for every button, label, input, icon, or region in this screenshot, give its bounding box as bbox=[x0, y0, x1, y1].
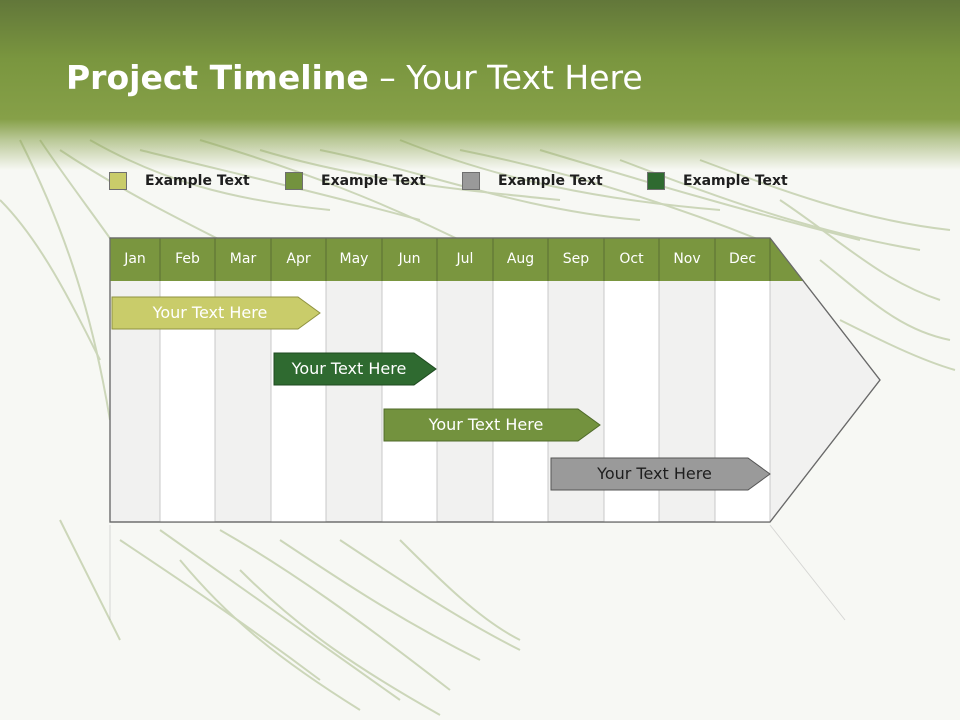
month-label: Oct bbox=[619, 251, 644, 267]
legend-label: Example Text bbox=[321, 173, 426, 189]
month-label: May bbox=[339, 251, 369, 267]
legend-item: Example Text bbox=[285, 170, 426, 192]
task-label: Your Text Here bbox=[152, 303, 268, 322]
month-label: Jan bbox=[124, 251, 146, 267]
task-label: Your Text Here bbox=[597, 464, 712, 483]
legend-item: Example Text bbox=[462, 170, 603, 192]
task-bar-2 bbox=[273, 352, 437, 386]
month-label: Mar bbox=[229, 251, 257, 267]
month-header-band bbox=[110, 238, 804, 281]
title-bold: Project Timeline bbox=[66, 58, 369, 97]
month-label: Dec bbox=[728, 251, 757, 267]
header-band bbox=[0, 0, 960, 170]
month-label: Aug bbox=[506, 251, 535, 267]
month-label: Nov bbox=[673, 251, 701, 267]
legend-label: Example Text bbox=[145, 173, 250, 189]
month-label: Sep bbox=[562, 251, 590, 267]
legend-swatch bbox=[462, 172, 480, 190]
month-label: Jun bbox=[398, 251, 421, 267]
legend-swatch bbox=[647, 172, 665, 190]
title-rest: – Your Text Here bbox=[368, 58, 643, 97]
month-label: Jul bbox=[456, 251, 474, 267]
legend-swatch bbox=[109, 172, 127, 190]
month-label: Apr bbox=[286, 251, 311, 267]
task-label: Your Text Here bbox=[428, 415, 544, 434]
task-label: Your Text Here bbox=[291, 359, 407, 378]
legend-swatch bbox=[285, 172, 303, 190]
task-bar-3 bbox=[383, 408, 601, 442]
task-bar-1 bbox=[111, 296, 321, 330]
timeline-reflection bbox=[109, 524, 846, 621]
task-bar-4 bbox=[550, 457, 771, 491]
legend-item: Example Text bbox=[109, 170, 250, 192]
column-dividers bbox=[159, 238, 771, 522]
month-label: Feb bbox=[175, 251, 200, 267]
legend-label: Example Text bbox=[498, 173, 603, 189]
legend-item: Example Text bbox=[647, 170, 788, 192]
page-title: Project Timeline – Your Text Here bbox=[66, 58, 643, 97]
legend-label: Example Text bbox=[683, 173, 788, 189]
